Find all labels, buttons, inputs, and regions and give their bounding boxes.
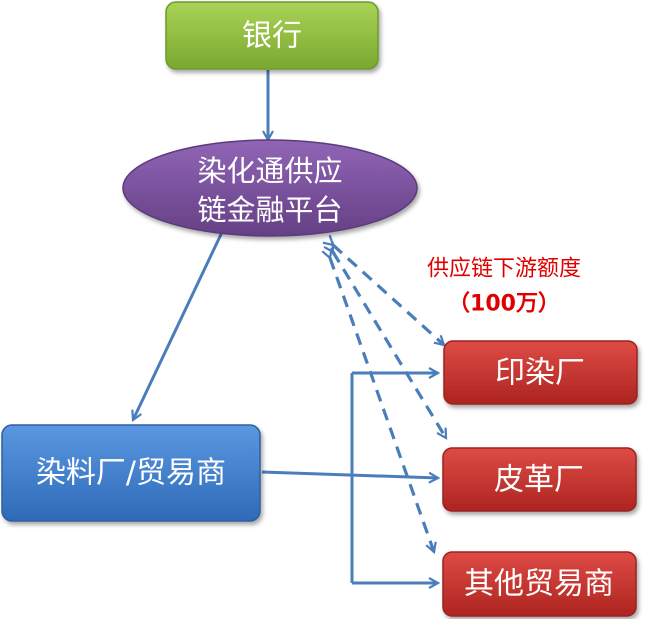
platform-ellipse bbox=[122, 139, 418, 237]
printing-dyeing-node bbox=[443, 340, 638, 405]
bank-box bbox=[165, 1, 379, 70]
credit-line-amount: （100万） bbox=[448, 292, 560, 317]
platform-label-line1: 染化通供应 bbox=[197, 154, 342, 188]
bank-node bbox=[165, 1, 379, 70]
dye-trader-label: 染料厂/贸易商 bbox=[36, 456, 226, 491]
platform-label-line2: 链金融平台 bbox=[197, 193, 342, 227]
printing-dyeing-box bbox=[443, 340, 638, 405]
credit-line-label: 供应链下游额度 bbox=[427, 257, 581, 282]
other-traders-node bbox=[442, 551, 637, 617]
dye-trader-node bbox=[1, 424, 261, 522]
dashed-arrow-platform-other-traders bbox=[330, 258, 434, 552]
printing-dyeing-label: 印染厂 bbox=[495, 356, 585, 391]
leather-box bbox=[442, 447, 637, 512]
bank-label: 银行 bbox=[242, 19, 302, 54]
dye-trader-box bbox=[1, 424, 261, 522]
arrow-dye-trader-to-leather bbox=[261, 470, 438, 478]
arrows bbox=[133, 70, 448, 583]
platform-node bbox=[122, 139, 418, 237]
arrow-platform-to-dye-trader bbox=[133, 227, 226, 420]
leather-label: 皮革厂 bbox=[494, 463, 584, 498]
other-traders-box bbox=[442, 551, 637, 617]
leather-node bbox=[442, 447, 637, 512]
other-traders-label: 其他贸易商 bbox=[464, 567, 614, 602]
